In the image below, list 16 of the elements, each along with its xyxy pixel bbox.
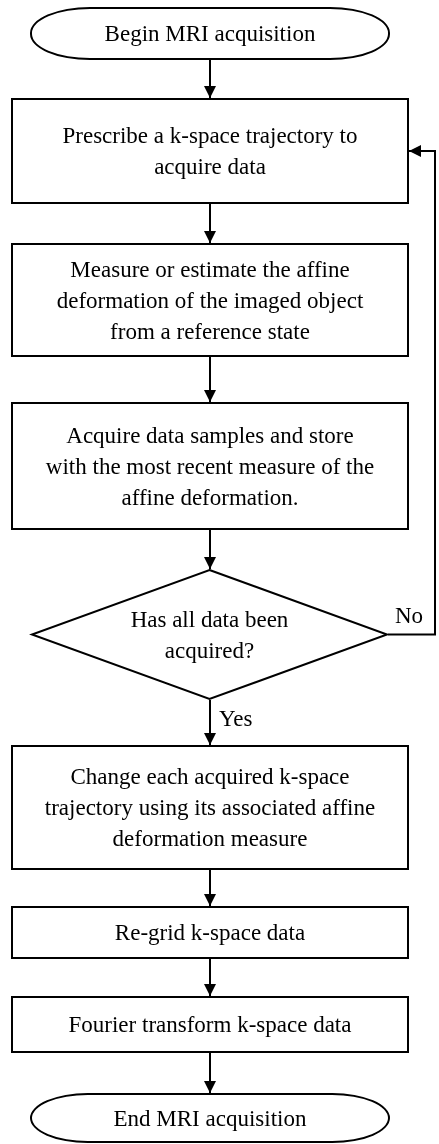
- process-box: Change each acquired k-space trajectory using its associated affine deformation measure: [11, 745, 409, 870]
- decision-diamond: Has all data been acquired?: [31, 569, 388, 700]
- process-box: Prescribe a k-space trajectory to acquire data: [11, 98, 409, 204]
- process-box: Re-grid k-space data: [11, 906, 409, 959]
- process-box: Measure or estimate the affine deformation of the imaged object from a reference state: [11, 243, 409, 357]
- arrow: [204, 1052, 216, 1094]
- arrow: [204, 356, 216, 403]
- arrow: [204, 203, 216, 244]
- process-box: Fourier transform k-space data: [11, 996, 409, 1053]
- arrow: [387, 145, 436, 636]
- arrow: [204, 699, 216, 746]
- arrow: [204, 958, 216, 997]
- process-box: Acquire data samples and store with the most recent measure of the affine deformation.: [11, 402, 409, 530]
- arrow: [204, 869, 216, 907]
- arrow: [204, 529, 216, 570]
- arrow: [204, 59, 216, 99]
